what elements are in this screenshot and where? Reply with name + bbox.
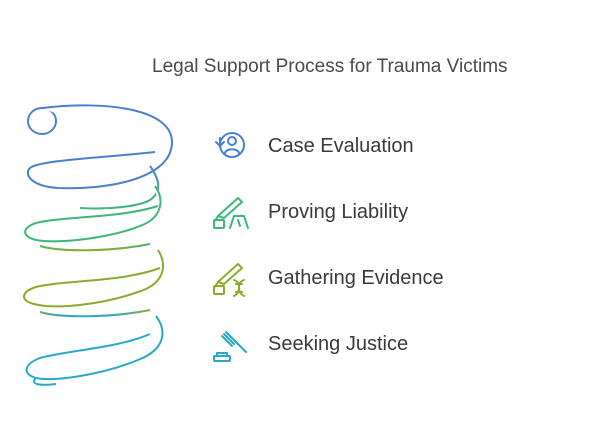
step-proving-liability: Proving Liability xyxy=(210,192,408,232)
step-case-evaluation: Case Evaluation xyxy=(210,126,414,166)
knife-evidence-icon xyxy=(213,197,249,229)
gavel-icon xyxy=(213,331,247,362)
step-label: Gathering Evidence xyxy=(268,266,444,289)
step-label: Proving Liability xyxy=(268,200,409,223)
step-label: Seeking Justice xyxy=(268,332,409,355)
knife-dna-icon xyxy=(213,263,245,297)
page-title: Legal Support Process for Trauma Victims xyxy=(152,56,508,77)
person-search-icon xyxy=(215,132,245,158)
step-seeking-justice: Seeking Justice xyxy=(210,324,408,364)
step-label: Case Evaluation xyxy=(268,134,414,157)
step-gathering-evidence: Gathering Evidence xyxy=(210,258,444,298)
